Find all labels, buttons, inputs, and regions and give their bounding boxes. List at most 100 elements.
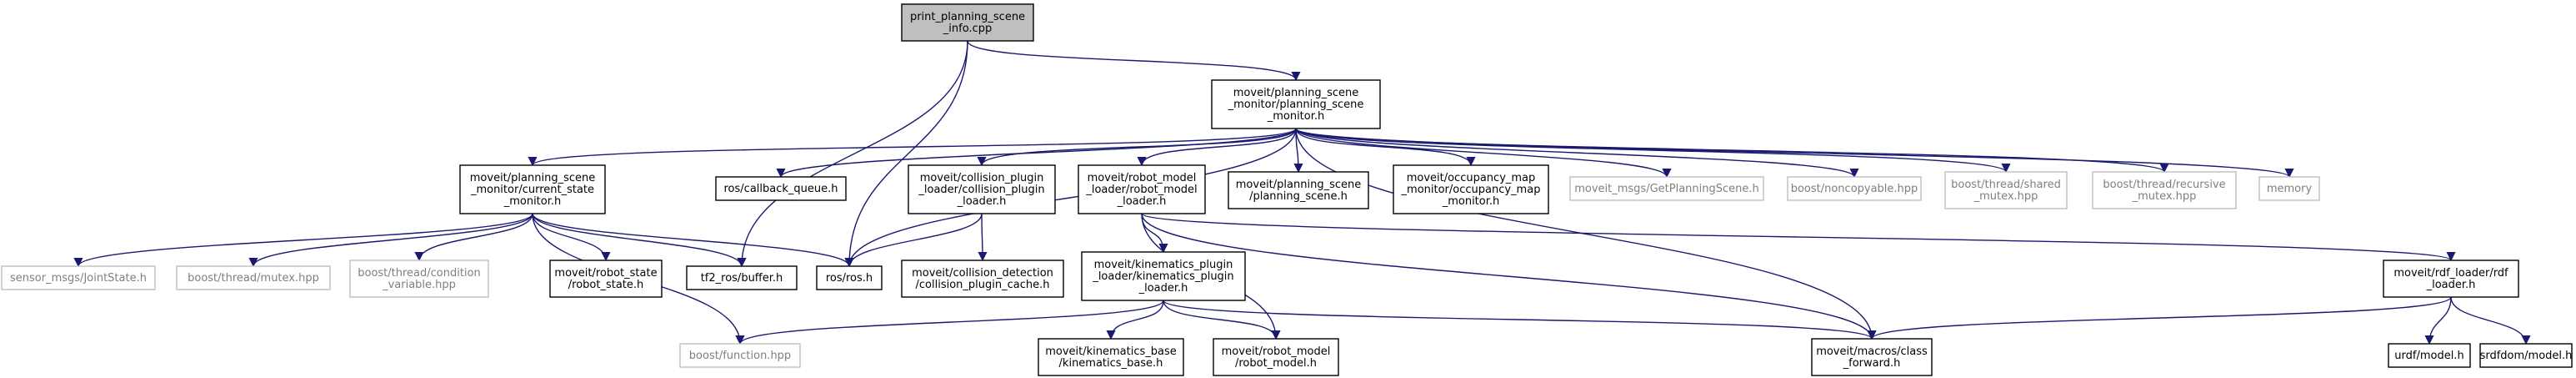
node-label-line: /collision_plugin_cache.h bbox=[916, 279, 1050, 291]
edge-rdf-to-srdf bbox=[2450, 296, 2531, 345]
dependency-edges bbox=[73, 40, 2531, 345]
node-box bbox=[686, 265, 798, 290]
node-srdfdom-model-h[interactable]: srdfdom/model.h bbox=[2479, 343, 2573, 368]
node-label-line: _monitor/planning_scene bbox=[1228, 98, 1364, 111]
node-memory[interactable]: memory bbox=[2258, 176, 2320, 201]
node-label-line: _monitor.h bbox=[1267, 110, 1325, 123]
edge-cpl-to-cpc bbox=[978, 213, 988, 262]
node-box bbox=[2383, 260, 2519, 298]
edge-rdf-to-cf bbox=[1867, 296, 2452, 340]
node-moveit-robot-model-loader-robot-model-loader-h[interactable]: moveit/robot_model_loader/robot_model_lo… bbox=[1078, 164, 1206, 214]
node-label-line: moveit/kinematics_base bbox=[1045, 345, 1177, 358]
node-boost-function-hpp[interactable]: boost/function.hpp bbox=[679, 343, 801, 368]
node-box bbox=[459, 164, 606, 214]
node-boost-thread-mutex-hpp[interactable]: boost/thread/mutex.hpp bbox=[176, 265, 331, 290]
node-moveit-robot-model-robot-model-h[interactable]: moveit/robot_model/robot_model.h bbox=[1213, 338, 1339, 376]
node-label-line: boost/thread/condition bbox=[358, 267, 481, 280]
node-moveit-kinematics-plugin-loader-kinematics-plugin-loader-h[interactable]: moveit/kinematics_plugin_loader/kinemati… bbox=[1081, 251, 1246, 301]
node-moveit-macros-class-forward-h[interactable]: moveit/macros/class_forward.h bbox=[1811, 338, 1933, 376]
node-tf2-ros-buffer-h[interactable]: tf2_ros/buffer.h bbox=[686, 265, 798, 290]
node-box bbox=[2258, 176, 2320, 201]
node-label-line: moveit/macros/class bbox=[1816, 345, 1928, 358]
node-label-line: srdfdom/model.h bbox=[2480, 350, 2573, 362]
node-box bbox=[176, 265, 331, 290]
edge-rml-to-rdf bbox=[1141, 213, 2456, 262]
edge-psm-to-ros bbox=[844, 128, 1297, 268]
edge-rml-to-cf bbox=[1141, 213, 1877, 340]
node-box bbox=[1213, 338, 1339, 376]
node-label-line: ros/ros.h bbox=[826, 272, 873, 285]
node-box bbox=[1211, 79, 1381, 129]
node-moveit-planning-scene-monitor-planning-scene-monitor-h[interactable]: moveit/planning_scene_monitor/planning_s… bbox=[1211, 79, 1381, 129]
node-box bbox=[1228, 171, 1369, 209]
node-label-line: _forward.h bbox=[1843, 357, 1901, 370]
node-box bbox=[1569, 176, 1764, 201]
node-label-line: _variable.hpp bbox=[382, 279, 456, 291]
node-boost-thread-recursive-mutex-hpp[interactable]: boost/thread/recursive_mutex.hpp bbox=[2092, 171, 2237, 209]
node-label-line: urdf/model.h bbox=[2394, 350, 2463, 362]
node-label-line: /robot_model.h bbox=[1235, 357, 1317, 370]
node-box bbox=[816, 265, 883, 290]
node-moveit-collision-plugin-loader-collision-plugin-loader-h[interactable]: moveit/collision_plugin_loader/collision… bbox=[908, 164, 1056, 214]
edge-rdf-to-urdf bbox=[2424, 296, 2452, 345]
node-label-line: moveit/robot_state bbox=[554, 267, 657, 280]
node-label-line: moveit/robot_model bbox=[1088, 172, 1197, 184]
node-moveit-planning-scene-monitor-current-state-monitor-h[interactable]: moveit/planning_scene_monitor/current_st… bbox=[459, 164, 606, 214]
node-label-line: _info.cpp bbox=[943, 23, 992, 35]
node-print-planning-scene-info-cpp: print_planning_scene_info.cpp bbox=[901, 3, 1034, 42]
node-label-line: /robot_state.h bbox=[568, 279, 644, 291]
edge-psm-to-rml bbox=[1137, 128, 1297, 167]
node-moveit-kinematics-base-kinematics-base-h[interactable]: moveit/kinematics_base/kinematics_base.h bbox=[1038, 338, 1184, 376]
edge-csm-to-js bbox=[73, 213, 533, 268]
node-label-line: moveit/planning_scene bbox=[1236, 179, 1361, 191]
node-label-line: _loader/kinematics_plugin bbox=[1092, 270, 1233, 283]
edge-kpl-to-fn bbox=[735, 300, 1164, 345]
node-moveit-robot-state-robot-state-h[interactable]: moveit/robot_state/robot_state.h bbox=[549, 260, 663, 298]
node-moveit-rdf-loader-rdf-loader-h[interactable]: moveit/rdf_loader/rdf_loader.h bbox=[2383, 260, 2519, 298]
node-label-line: boost/noncopyable.hpp bbox=[1791, 183, 1918, 195]
edge-kpl-to-rmod bbox=[1163, 300, 1281, 340]
node-box bbox=[2479, 343, 2573, 368]
edge-csm-to-cv bbox=[414, 213, 533, 262]
node-moveit-collision-detection-collision-plugin-cache-h[interactable]: moveit/collision_detection/collision_plu… bbox=[901, 260, 1064, 298]
node-urdf-model-h[interactable]: urdf/model.h bbox=[2388, 343, 2471, 368]
node-ros-callback-queue-h[interactable]: ros/callback_queue.h bbox=[715, 176, 847, 201]
edge-kpl-to-cf bbox=[1163, 300, 1877, 340]
node-box bbox=[715, 176, 847, 201]
node-box bbox=[1944, 171, 2068, 209]
edge-csm-to-mtx bbox=[248, 213, 533, 268]
node-label-line: _loader/collision_plugin bbox=[918, 184, 1044, 196]
node-box bbox=[549, 260, 663, 298]
node-moveit-occupancy-map-monitor-occupancy-map-monitor-h[interactable]: moveit/occupancy_map_monitor/occupancy_m… bbox=[1393, 164, 1549, 214]
node-label-line: moveit/kinematics_plugin bbox=[1094, 259, 1233, 271]
node-ros-ros-h[interactable]: ros/ros.h bbox=[816, 265, 883, 290]
node-boost-noncopyable-hpp[interactable]: boost/noncopyable.hpp bbox=[1787, 176, 1922, 201]
node-label-line: /planning_scene.h bbox=[1249, 190, 1348, 203]
node-sensor-msgs-jointstate-h[interactable]: sensor_msgs/JointState.h bbox=[1, 265, 156, 290]
node-box bbox=[349, 260, 489, 298]
node-boost-thread-condition-variable-hpp[interactable]: boost/thread/condition_variable.hpp bbox=[349, 260, 489, 298]
node-label-line: moveit/rdf_loader/rdf bbox=[2393, 267, 2508, 280]
node-boost-thread-shared-mutex-hpp[interactable]: boost/thread/shared_mutex.hpp bbox=[1944, 171, 2068, 209]
node-box bbox=[2388, 343, 2471, 368]
node-label-line: boost/thread/mutex.hpp bbox=[188, 272, 319, 285]
node-label-line: _monitor.h bbox=[503, 195, 562, 208]
node-label-line: _loader.h bbox=[2426, 279, 2476, 291]
node-box bbox=[679, 343, 801, 368]
node-moveit-msgs-getplanningscene-h[interactable]: moveit_msgs/GetPlanningScene.h bbox=[1569, 176, 1764, 201]
node-moveit-planning-scene-planning-scene-h[interactable]: moveit/planning_scene/planning_scene.h bbox=[1228, 171, 1369, 209]
node-label-line: sensor_msgs/JointState.h bbox=[10, 272, 147, 285]
node-label-line: moveit/occupancy_map bbox=[1407, 172, 1536, 184]
node-label-line: boost/thread/recursive bbox=[2103, 179, 2225, 191]
edge-csm-to-tf2 bbox=[532, 213, 747, 268]
node-label-line: moveit/collision_plugin bbox=[920, 172, 1044, 184]
header-nodes: print_planning_scene_info.cpp moveit/plan… bbox=[1, 3, 2573, 376]
edge-kpl-to-kb bbox=[1106, 300, 1164, 340]
node-label-line: memory bbox=[2267, 183, 2313, 195]
node-label-line: boost/function.hpp bbox=[689, 350, 791, 362]
node-label-line: _mutex.hpp bbox=[1973, 190, 2038, 203]
node-label-line: moveit/collision_detection bbox=[912, 267, 1053, 280]
node-label-line: moveit/planning_scene bbox=[1233, 87, 1358, 99]
edge-cpl-to-ros bbox=[844, 213, 983, 268]
